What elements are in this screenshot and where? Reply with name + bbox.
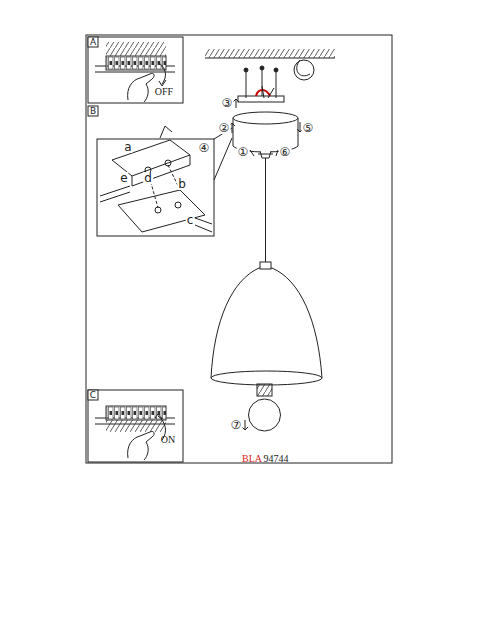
- callout-label: ③: [221, 97, 234, 109]
- callout-label: ④: [198, 142, 211, 154]
- callout-label: b: [177, 178, 187, 190]
- model-number: BLA: [242, 454, 262, 464]
- callout-label: ⑦: [230, 419, 243, 431]
- callout-label: ②: [218, 122, 231, 134]
- callout-label: ⑥: [279, 146, 292, 158]
- callout-label: ON: [161, 435, 175, 445]
- callout-label: A: [90, 38, 96, 47]
- model-number: 94744: [264, 454, 289, 464]
- callout-label: B: [90, 107, 96, 116]
- callout-label: d: [143, 172, 153, 184]
- callout-label: c: [186, 214, 195, 226]
- callout-label: ①: [237, 146, 250, 158]
- callout-label: C: [90, 391, 96, 400]
- callout-label: OFF: [155, 87, 173, 97]
- callout-label: ⑤: [302, 122, 315, 134]
- callout-label: e: [119, 172, 128, 184]
- callout-label: a: [123, 141, 132, 153]
